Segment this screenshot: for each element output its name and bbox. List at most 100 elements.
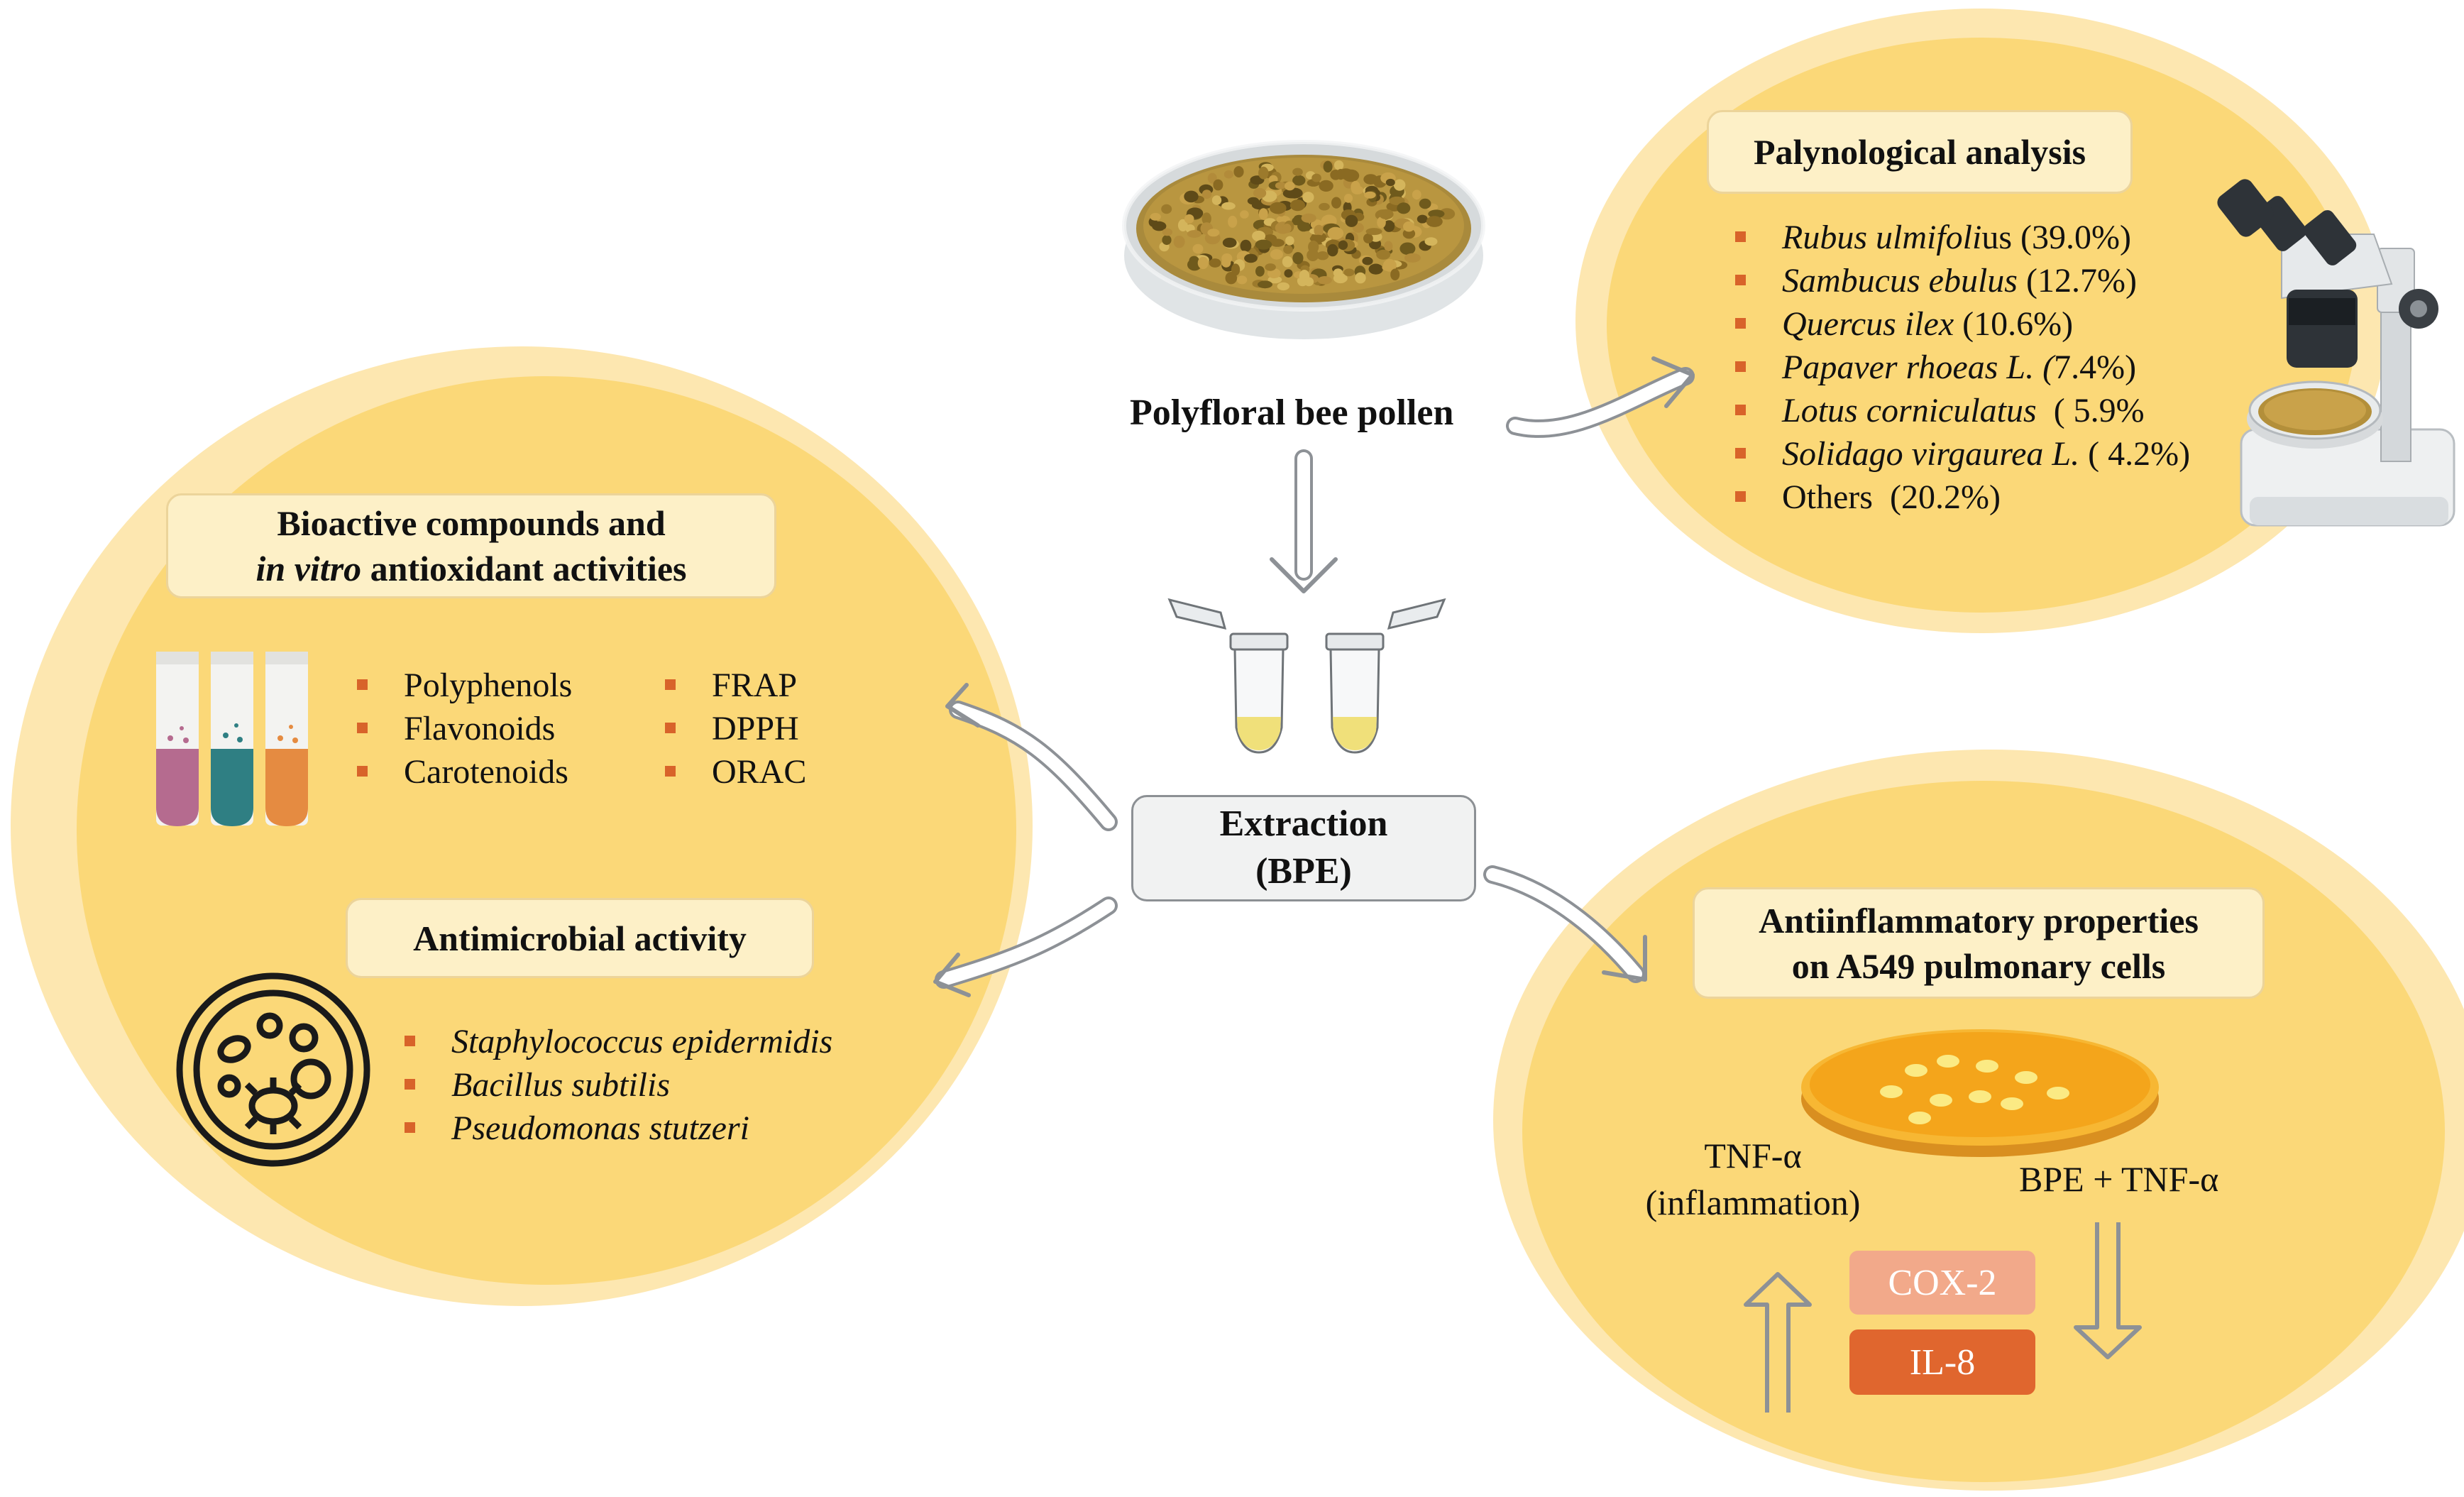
antioxidant-text: antioxidant activities xyxy=(361,549,687,588)
pollen-label: Polyfloral bee pollen xyxy=(1130,393,1454,433)
pollen-grain xyxy=(1184,214,1194,224)
bullet-marker xyxy=(1735,361,1746,372)
pollen-grain xyxy=(1236,275,1248,285)
pollen-grain xyxy=(1255,265,1265,277)
pollen-grain xyxy=(1364,191,1376,199)
pollen-grain xyxy=(1221,253,1233,263)
bullet-marker xyxy=(357,766,368,777)
pollen-grain xyxy=(1270,238,1285,247)
pollen-grain xyxy=(1355,272,1366,284)
bullet-marker xyxy=(1735,448,1746,459)
microcentrifuge-tube-icon xyxy=(1325,598,1446,754)
pollen-grain xyxy=(1173,236,1185,248)
bullet-marker xyxy=(1735,491,1746,502)
pollen-grain xyxy=(1403,221,1415,232)
pollen-grain xyxy=(1376,249,1391,260)
bacteria-item-label: Staphylococcus epidermidis xyxy=(451,1023,833,1060)
pollen-grain xyxy=(1331,197,1341,209)
pollen-grain xyxy=(1311,173,1321,182)
antiinflammatory-title-line1: Antiinflammatory properties xyxy=(1759,900,2199,941)
pollen-grain xyxy=(1363,233,1373,243)
pollen-grain xyxy=(1397,202,1411,214)
species-percentage: 7.4%) xyxy=(2054,349,2137,386)
species-name: Quercus ilex xyxy=(1782,305,1954,343)
pollen-grain xyxy=(1308,240,1319,253)
pollen-grain xyxy=(1225,272,1238,285)
pollen-grain xyxy=(1201,190,1212,199)
pollen-grain xyxy=(1343,268,1355,277)
pollen-grain xyxy=(1161,204,1172,214)
pollen-grain xyxy=(1252,230,1266,242)
pollen-grain xyxy=(1282,224,1292,234)
pollen-grain xyxy=(1207,229,1220,237)
pollen-species-item: Sambucus ebulus (12.7%) xyxy=(1735,259,2190,302)
pollen-grain xyxy=(1424,237,1438,246)
in-vitro-text: in vitro xyxy=(255,549,362,588)
pollen-grain xyxy=(1289,199,1305,212)
pollen-grain xyxy=(1150,213,1161,221)
pollen-grain xyxy=(1343,169,1360,182)
pollen-species-item: Others (20.2%) xyxy=(1735,476,2190,519)
pollen-grain xyxy=(1365,228,1382,236)
pollen-grain xyxy=(1338,240,1348,250)
pollen-grain xyxy=(1292,252,1304,265)
pollen-grain xyxy=(1399,242,1416,256)
pollen-grain xyxy=(1417,214,1428,224)
arrow-icon xyxy=(933,356,1695,997)
pollen-grain xyxy=(1314,224,1324,236)
pollen-grain xyxy=(1177,219,1188,231)
pollen-grain xyxy=(1383,220,1395,232)
pollen-species-item: Papaver rhoeas L. (7.4%) xyxy=(1735,346,2190,389)
assay-item: ORAC xyxy=(665,750,806,794)
cell-culture-dish-icon xyxy=(1801,1029,2159,1157)
pollen-grain xyxy=(1302,192,1314,203)
pollen-grain xyxy=(1197,256,1209,270)
compound-item: Flavonoids xyxy=(357,707,572,750)
bullet-marker xyxy=(405,1036,415,1046)
pollen-grain xyxy=(1244,253,1258,263)
pollen-grain xyxy=(1187,230,1201,238)
assay-item-label: DPPH xyxy=(712,710,799,747)
pollen-grain xyxy=(1379,209,1394,220)
pollen-grain xyxy=(1363,174,1378,185)
pollen-grain xyxy=(1285,236,1294,246)
pollen-grain xyxy=(1377,216,1386,229)
pollen-grain xyxy=(1390,268,1400,281)
pollen-grain xyxy=(1192,243,1204,254)
bacteria-item-label: Bacillus subtilis xyxy=(451,1066,671,1104)
extraction-label: Extraction xyxy=(1219,804,1388,845)
compound-item-label: Carotenoids xyxy=(404,753,568,791)
antimicrobial-title: Antimicrobial activity xyxy=(413,918,747,958)
pollen-grain xyxy=(1384,241,1393,252)
pollen-grain xyxy=(1319,202,1330,211)
pollen-grain xyxy=(1336,169,1346,180)
species-percentage: (10.6%) xyxy=(1954,305,2074,343)
antiinflammatory-title-line2: on A549 pulmonary cells xyxy=(1791,945,2166,986)
pollen-grain xyxy=(1233,166,1244,177)
microscope-icon xyxy=(2217,179,2455,527)
compound-item: Polyphenols xyxy=(357,664,572,707)
compound-item-label: Polyphenols xyxy=(404,667,573,704)
pollen-grain xyxy=(1270,202,1287,214)
pollen-grain xyxy=(1258,166,1269,180)
bullet-marker xyxy=(1735,318,1746,329)
pollen-grain xyxy=(1265,263,1276,271)
petri-dish-pollen-icon xyxy=(1122,140,1485,339)
pollen-grain xyxy=(1209,258,1221,268)
pollen-grain xyxy=(1327,226,1344,240)
il8-marker: IL-8 xyxy=(1849,1329,2035,1395)
arrow-icon xyxy=(1744,1222,2142,1413)
pollen-grain xyxy=(1323,160,1333,172)
pollen-grain xyxy=(1351,180,1360,194)
species-name: Rubus ulmifoli xyxy=(1782,219,1982,256)
pollen-grain xyxy=(1333,273,1348,284)
pollen-grain xyxy=(1201,212,1211,225)
pollen-grain xyxy=(1275,182,1287,190)
bacteria-item: Bacillus subtilis xyxy=(405,1063,832,1107)
palynological-list: Rubus ulmifolius (39.0%)Sambucus ebulus … xyxy=(1735,216,2190,519)
pollen-grain xyxy=(1333,160,1344,170)
bpe-tnf-label: BPE + TNF-α xyxy=(2019,1159,2219,1199)
pollen-grain xyxy=(1362,256,1373,265)
